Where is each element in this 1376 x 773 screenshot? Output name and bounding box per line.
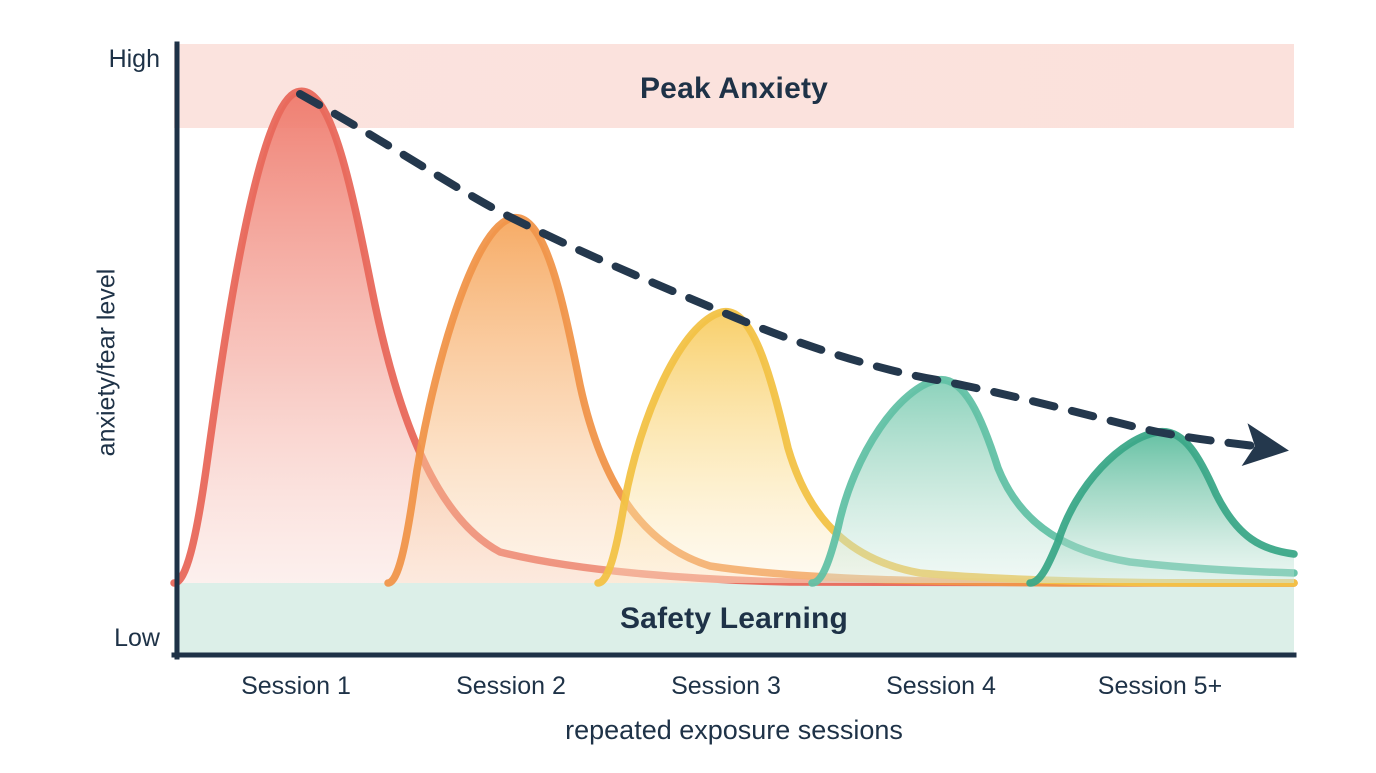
peak-anxiety-band [174,44,1294,128]
y-axis-low-label: Low [114,624,160,652]
safety-learning-band [174,583,1294,657]
y-axis-high-label: High [108,45,160,73]
y-axis-title: anxiety/fear level [92,268,121,457]
x-tick-session-2: Session 2 [456,672,566,700]
x-tick-session-4: Session 4 [886,672,996,700]
peak-anxiety-label: Peak Anxiety [639,72,829,105]
curve-session-5-plus [1026,428,1298,587]
safety-learning-label: Safety Learning [619,602,849,635]
x-tick-session-5-plus: Session 5+ [1097,672,1223,700]
x-axis-title: repeated exposure sessions [565,715,903,745]
x-tick-session-1: Session 1 [241,672,351,700]
declining-trend-line [296,90,1289,467]
x-tick-session-3: Session 3 [671,672,781,700]
